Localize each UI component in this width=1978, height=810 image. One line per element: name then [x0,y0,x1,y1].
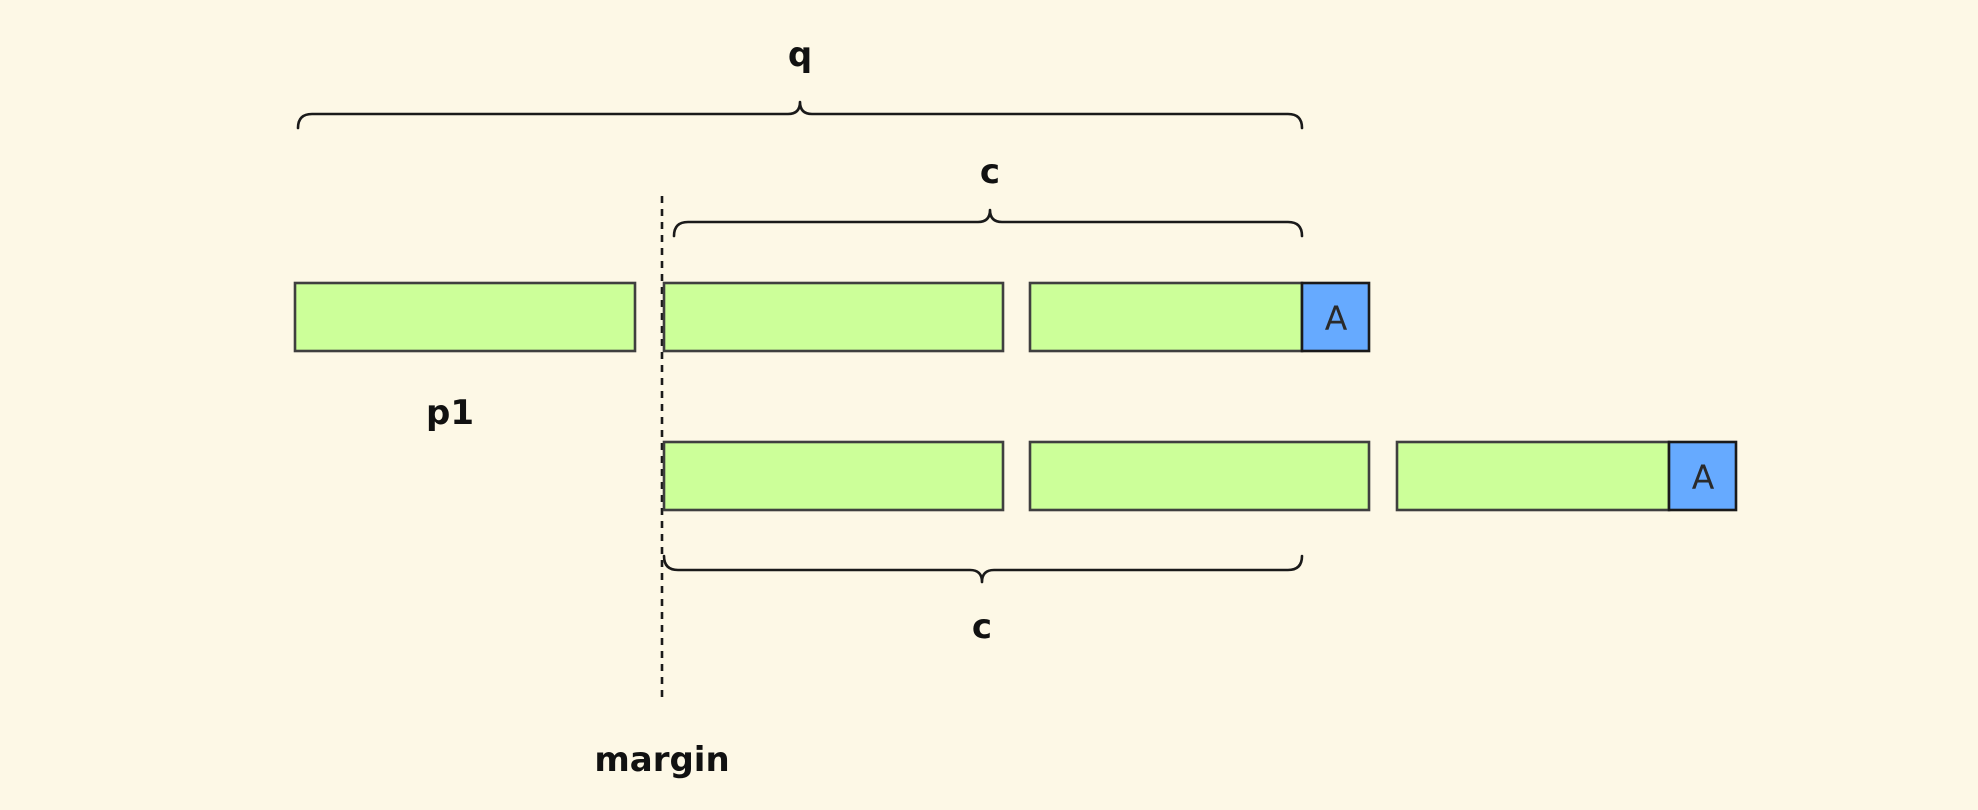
row2-block-2 [1028,440,1371,512]
row1-block-1 [662,281,1005,353]
label-c-bottom: c [972,607,992,647]
label-p1: p1 [426,393,474,433]
brace-c-top [672,208,1304,238]
row1-block-2 [1028,281,1304,353]
row2-block-1 [662,440,1005,512]
block-p1 [293,281,637,353]
brace-c-bottom [662,554,1304,584]
row1-marker-a [1300,281,1371,353]
brace-q [296,100,1304,130]
label-q: q [788,35,812,75]
row2-marker-a [1667,440,1738,512]
label-margin: margin [594,740,729,780]
row2-marker-a-label: A [1692,458,1715,497]
row1-marker-a-label: A [1325,299,1348,338]
label-c-top: c [980,152,1000,192]
row2-block-3 [1395,440,1671,512]
